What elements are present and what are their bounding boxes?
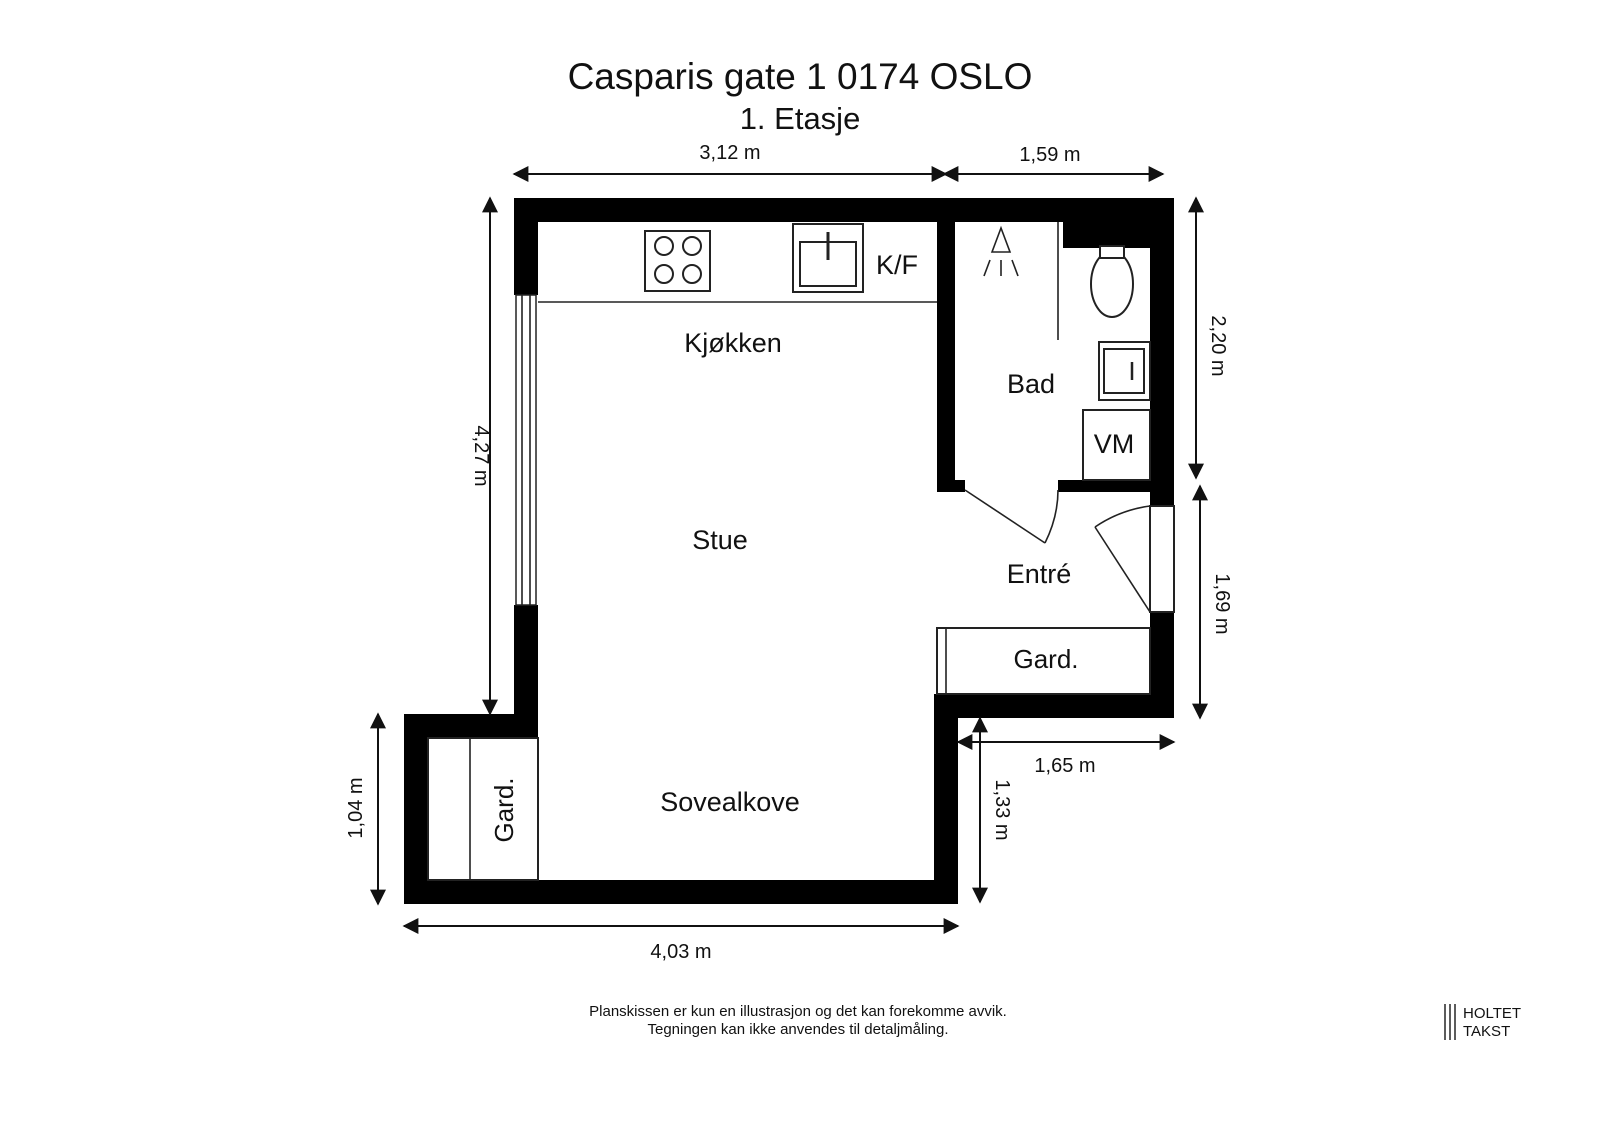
bathroom-door: [964, 489, 1059, 544]
window: [515, 294, 537, 606]
doors: [964, 489, 1175, 613]
wardrobe-entry-label: Gard.: [1013, 644, 1078, 674]
dim-alcove-left: 1,04 m: [345, 777, 367, 838]
kitchen-label: Kjøkken: [684, 328, 782, 358]
disclaimer-line-2: Tegningen kan ikke anvendes til detaljmå…: [647, 1021, 948, 1038]
dim-right-bottom: 1,69 m: [1211, 573, 1233, 634]
dim-top-left: 3,12 m: [699, 142, 760, 164]
toilet-icon: [1090, 245, 1134, 318]
disclaimer-line-1: Planskissen er kun en illustrasjon og de…: [589, 1003, 1007, 1020]
plan-title: Casparis gate 1 0174 OSLO: [568, 56, 1033, 97]
alcove-label: Sovealkove: [660, 787, 800, 817]
entry-door: [1094, 505, 1175, 613]
living-label: Stue: [692, 525, 748, 555]
holtet-takst-logo: HOLTET TAKST: [1444, 1004, 1521, 1040]
bathroom-sink-icon: [1098, 341, 1151, 401]
shower-icon: [983, 225, 1019, 277]
walls: [404, 198, 1174, 904]
wardrobe-alcove-label: Gard.: [489, 777, 519, 842]
bath-label: Bad: [1007, 369, 1055, 399]
washer-box: [1082, 409, 1151, 481]
washer-label: VM: [1094, 429, 1135, 459]
dim-mid-vertical: 1,33 m: [991, 779, 1013, 840]
wardrobe-alcove: [427, 737, 539, 881]
entry-label: Entré: [1007, 559, 1072, 589]
stove-icon: [644, 230, 711, 292]
bathroom-fixtures: VM: [983, 222, 1151, 481]
dim-mid-horizontal: 1,65 m: [1034, 755, 1095, 777]
kitchen-counter: K/F: [538, 223, 937, 303]
fridge-label: K/F: [876, 250, 918, 280]
sink-icon: [792, 223, 864, 293]
dim-top-right: 1,59 m: [1019, 144, 1080, 166]
logo-line-1: HOLTET: [1463, 1005, 1521, 1022]
logo-line-2: TAKST: [1463, 1023, 1510, 1040]
dim-bottom: 4,03 m: [650, 941, 711, 963]
dim-left: 4,27 m: [470, 425, 492, 486]
wardrobe-entry: [936, 627, 1151, 695]
wardrobes: Gard. Gard.: [427, 627, 1151, 881]
dimension-lines: 3,12 m 1,59 m 4,27 m 2,20 m 1,69 m 1,65 …: [345, 142, 1233, 963]
dim-right-top: 2,20 m: [1207, 315, 1229, 376]
plan-subtitle: 1. Etasje: [740, 101, 861, 136]
